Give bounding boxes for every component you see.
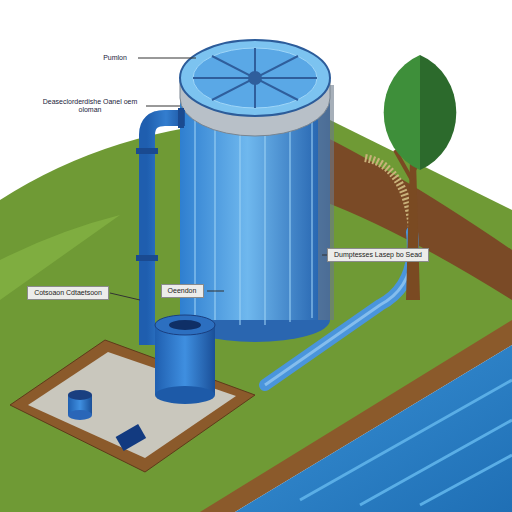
callout-box: Oeendon [161, 284, 204, 298]
bank-soil [200, 320, 512, 512]
small-cylinder-top [68, 390, 92, 400]
leader-line [146, 106, 180, 107]
outlet-pipe [328, 153, 365, 163]
tree-trunk [406, 160, 420, 300]
callout-box: Cotsoaon Cdtaetsoon [27, 286, 109, 300]
pipe-flange [136, 148, 158, 154]
pipe-flange [178, 108, 184, 128]
lid-hub [248, 71, 262, 85]
drain [116, 424, 147, 451]
pit-frame [10, 340, 255, 472]
pump-top [155, 315, 215, 335]
callout-box: Dumptesses Lasep bo Sead [327, 248, 429, 262]
lid-spokes [193, 48, 317, 108]
tree-canopy-dark [420, 55, 456, 170]
callout-text: Dumptesses Lasep bo Sead [333, 251, 423, 259]
callout-text: Cotsoaon Cdtaetsoon [33, 289, 103, 297]
leader-line [207, 291, 224, 292]
pump-base [155, 386, 215, 404]
leader-line [110, 293, 140, 300]
part-label: Deaseclorderdishe Oanel oem oloman [39, 98, 141, 115]
pipe-flange [136, 255, 158, 261]
tree-canopy-light [384, 55, 420, 170]
tank-lid-inner [193, 48, 317, 108]
small-cylinder-base [68, 410, 92, 420]
pump-opening [169, 320, 201, 330]
tank-side [318, 85, 334, 320]
water-ripple [300, 380, 512, 505]
tank-lid [180, 40, 330, 116]
callout-text: Oeendon [167, 287, 198, 295]
leader-line [138, 58, 196, 59]
part-label: Pumlon [102, 54, 128, 62]
grass-shade [0, 215, 120, 300]
